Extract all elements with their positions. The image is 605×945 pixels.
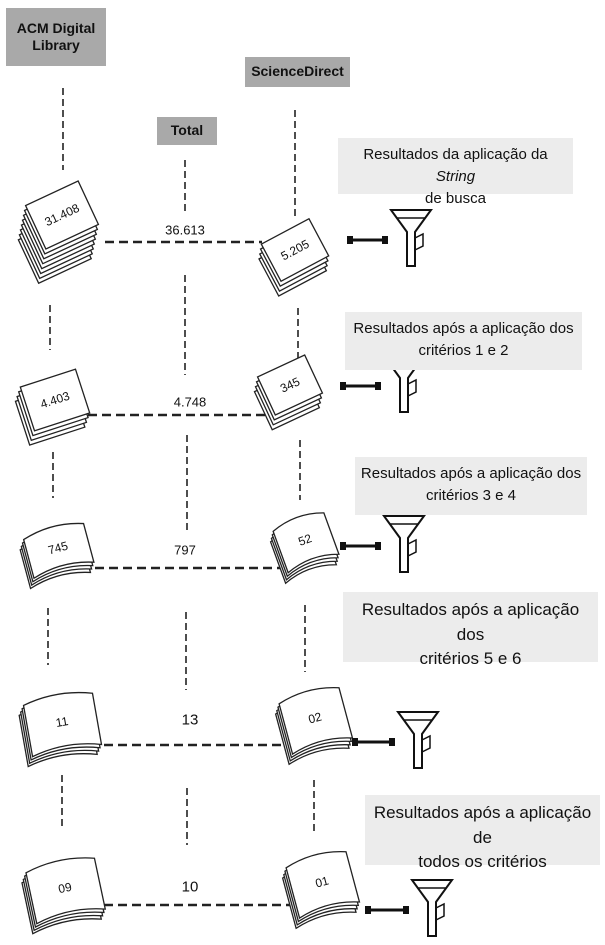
stage-4-sciencedirect-stack: 02 — [274, 686, 354, 766]
stage-5-filter-funnel-icon — [410, 879, 454, 937]
total-header: Total — [157, 117, 217, 145]
stage-4-caption-line1: Resultados após a aplicação dos — [361, 600, 580, 644]
stage-5-acm-stack: 09 — [21, 857, 107, 935]
acm-header: ACM Digital Library — [6, 8, 106, 66]
document-sheet — [256, 354, 324, 416]
stage-4-filter-funnel-valve — [421, 734, 431, 753]
stage-2-caption-line1: Resultados após a aplicação dos — [353, 320, 574, 337]
stage-2-filter-bar-cap-right — [375, 382, 381, 390]
document-sheet — [260, 217, 330, 283]
stage-1-filter-funnel-icon — [389, 209, 433, 267]
stage-5-sciencedirect-stack-count: 01 — [314, 873, 331, 890]
document-sheet — [22, 691, 103, 758]
stage-5-caption-line1: Resultados após a aplicação de — [373, 803, 592, 847]
stage-5-caption: Resultados após a aplicação de todos os … — [365, 795, 600, 871]
stage-1-filter-funnel-valve — [414, 232, 424, 251]
stage-1-acm-stack: 31.408 — [17, 180, 100, 285]
stage-3-sciencedirect-stack: 52 — [269, 512, 340, 585]
stage-4-caption: Resultados após a aplicação dos critério… — [343, 592, 598, 668]
stage-4-filter-funnel-icon — [396, 711, 440, 769]
stage-3-caption-line1: Resultados após a aplicação dos — [360, 465, 582, 482]
document-sheet — [19, 368, 91, 432]
stage-4-acm-stack-count: 11 — [55, 714, 70, 730]
stage-1-caption: Resultados da aplicação da String de bus… — [338, 138, 573, 207]
stage-2-caption-line2: critérios 1 e 2 — [418, 341, 509, 359]
stage-1-caption-line1: Resultados da aplicação da String — [363, 146, 548, 185]
stage-2-acm-stack: 4.403 — [14, 368, 91, 446]
stage-2-filter-funnel-valve — [407, 378, 417, 397]
stage-3-filter-funnel-icon — [382, 515, 426, 573]
stage-3-sciencedirect-stack-count: 52 — [296, 531, 314, 549]
total-header-label: Total — [170, 122, 204, 139]
stage-2-total: 4.748 — [169, 394, 211, 410]
stage-5-filter-funnel-valve — [435, 902, 445, 921]
stage-5-filter-bar-cap-left — [365, 906, 371, 914]
stage-1-total: 36.613 — [161, 222, 209, 238]
stage-3-filter-funnel-valve — [407, 538, 417, 557]
stage-3-caption: Resultados após a aplicação dos critério… — [355, 457, 587, 515]
stage-2-caption: Resultados após a aplicação dos critério… — [345, 312, 582, 370]
stage-2-sciencedirect-stack: 345 — [253, 354, 324, 431]
stage-3-caption-line2: critérios 3 e 4 — [425, 486, 517, 504]
document-sheet — [25, 857, 107, 925]
stage-3-filter-bar-cap-right — [375, 542, 381, 550]
document-sheet — [24, 180, 100, 250]
stage-1-filter-bar-cap-right — [382, 236, 388, 244]
stage-4-acm-stack: 11 — [18, 691, 103, 768]
stage-3-filter-bar-cap-left — [340, 542, 346, 550]
stage-5-filter-bar-cap-right — [403, 906, 409, 914]
document-sheet — [278, 686, 354, 756]
stage-1-filter-bar-cap-left — [347, 236, 353, 244]
stage-4-filter-bar-cap-left — [352, 738, 358, 746]
stage-1-caption-line2: de busca — [425, 189, 486, 207]
acm-header-line2: Library — [32, 37, 80, 53]
document-sheet — [22, 522, 95, 580]
document-sheet — [272, 512, 340, 574]
stage-5-sciencedirect-stack: 01 — [281, 850, 361, 930]
stage-1-sciencedirect-stack: 5.205 — [258, 217, 330, 297]
stage-3-total: 797 — [170, 542, 200, 558]
stage-3-acm-stack-count: 745 — [47, 539, 70, 558]
sciencedirect-header-label: ScienceDirect — [251, 63, 344, 80]
stage-3-acm-stack: 745 — [19, 522, 95, 590]
document-sheet — [285, 850, 361, 920]
stage-2-filter-bar-cap-left — [340, 382, 346, 390]
acm-header-line1: ACM Digital — [16, 19, 96, 36]
stage-5-acm-stack-count: 09 — [57, 880, 73, 897]
stage-5-total: 10 — [177, 878, 203, 896]
stage-4-sciencedirect-stack-count: 02 — [307, 709, 324, 726]
sciencedirect-header: ScienceDirect — [245, 57, 350, 87]
stage-5-caption-line2: todos os critérios — [418, 852, 547, 872]
stage-4-total: 13 — [177, 711, 203, 729]
stage-4-caption-line2: critérios 5 e 6 — [419, 649, 522, 669]
stage-4-filter-bar-cap-right — [389, 738, 395, 746]
